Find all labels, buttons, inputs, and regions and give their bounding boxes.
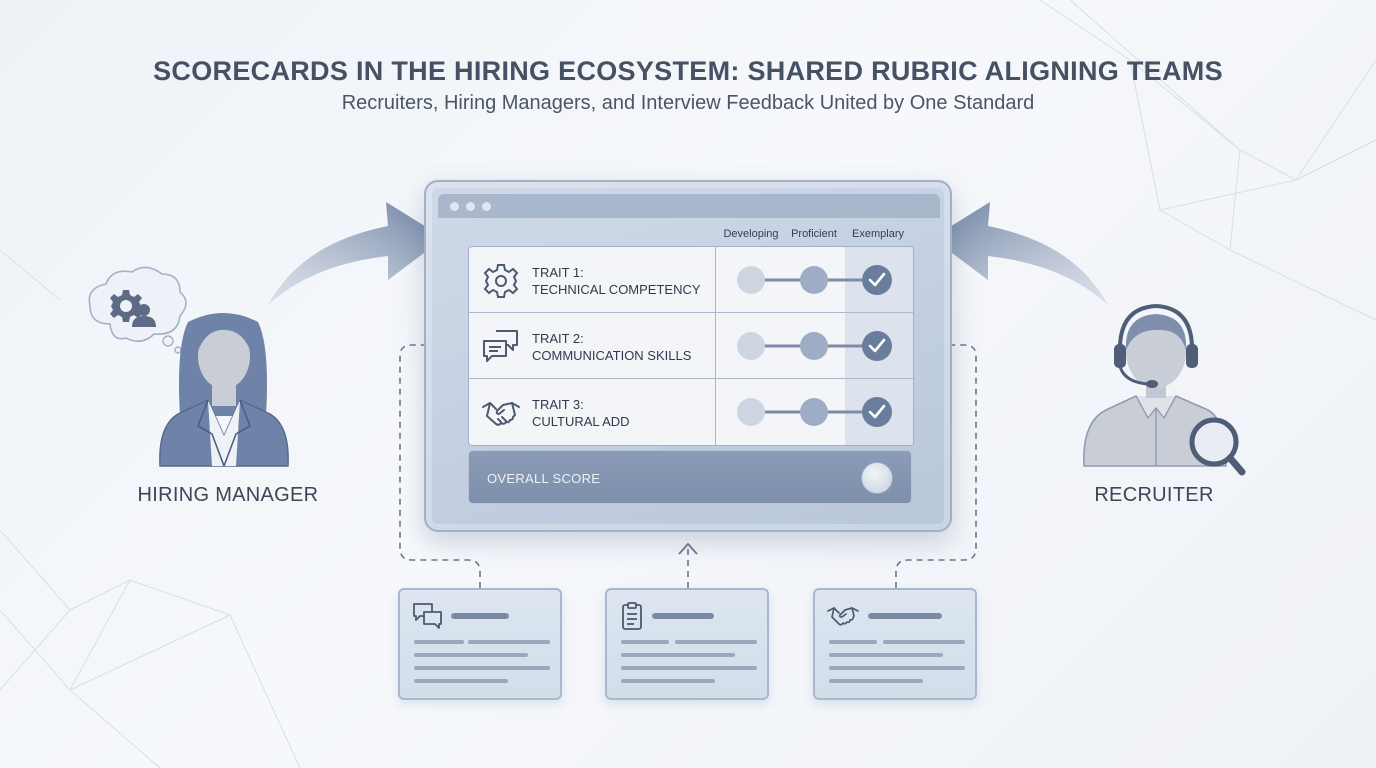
- magnifier-icon: [1189, 417, 1246, 476]
- rating-scale[interactable]: [715, 379, 913, 445]
- placeholder-lines: [414, 613, 550, 683]
- rating-developing[interactable]: [737, 332, 765, 360]
- trait-number: TRAIT 2:: [532, 331, 584, 346]
- feedback-card-interview-notes[interactable]: [398, 588, 562, 700]
- arrow-manager-to-scorecard: [268, 202, 444, 305]
- arrow-recruiter-to-scorecard: [932, 202, 1108, 305]
- chat-icon: [413, 603, 442, 629]
- window-dot-icon: [482, 202, 491, 211]
- rating-proficient[interactable]: [800, 398, 828, 426]
- rating-exemplary-selected[interactable]: [862, 331, 892, 361]
- trait-row-cultural[interactable]: TRAIT 3: CULTURAL ADD: [469, 379, 913, 445]
- rating-developing[interactable]: [737, 398, 765, 426]
- trait-row-communication[interactable]: TRAIT 2: COMMUNICATION SKILLS: [469, 313, 913, 379]
- column-header-proficient: Proficient: [791, 228, 837, 240]
- column-header-developing: Developing: [723, 228, 779, 240]
- chat-icon: [483, 330, 518, 362]
- handshake-icon: [827, 607, 859, 626]
- clipboard-icon: [622, 602, 642, 630]
- trait-label: TRAIT 3: CULTURAL ADD: [532, 396, 630, 430]
- hiring-manager-figure: [88, 266, 289, 467]
- overall-score-label: OVERALL SCORE: [487, 471, 601, 486]
- trait-label: TRAIT 2: COMMUNICATION SKILLS: [532, 330, 691, 364]
- window-dot-icon: [466, 202, 475, 211]
- trait-name: CULTURAL ADD: [532, 414, 630, 429]
- recruiter-figure: [1083, 303, 1246, 476]
- trait-number: TRAIT 3:: [532, 397, 584, 412]
- rating-proficient[interactable]: [800, 266, 828, 294]
- rubric-table: TRAIT 1: TECHNICAL COMPETENCY: [468, 246, 914, 446]
- handshake-icon: [482, 402, 520, 426]
- feedback-card-evaluation[interactable]: [605, 588, 769, 700]
- hiring-manager-label: HIRING MANAGER: [137, 484, 319, 506]
- overall-score-knob[interactable]: [861, 462, 893, 494]
- placeholder-lines: [829, 613, 965, 683]
- check-icon: [868, 404, 886, 419]
- column-header-exemplary: Exemplary: [852, 228, 904, 240]
- scorecard-window: Developing Proficient Exemplary TRAIT 1:…: [424, 180, 952, 532]
- trait-number: TRAIT 1:: [532, 265, 584, 280]
- check-icon: [868, 338, 886, 353]
- recruiter-label: RECRUITER: [1094, 484, 1214, 506]
- trait-row-technical[interactable]: TRAIT 1: TECHNICAL COMPETENCY: [469, 247, 913, 313]
- table-divider: [715, 247, 716, 445]
- gear-icon: [483, 264, 519, 298]
- rating-scale[interactable]: [715, 313, 913, 379]
- rating-scale[interactable]: [715, 247, 913, 313]
- window-titlebar: [438, 194, 940, 218]
- page-title: SCORECARDS IN THE HIRING ECOSYSTEM: SHAR…: [153, 56, 1223, 86]
- trait-name: COMMUNICATION SKILLS: [532, 348, 692, 363]
- page-subtitle: Recruiters, Hiring Managers, and Intervi…: [341, 92, 1035, 114]
- window-dot-icon: [450, 202, 459, 211]
- rating-exemplary-selected[interactable]: [862, 397, 892, 427]
- trait-name: TECHNICAL COMPETENCY: [532, 282, 701, 297]
- check-icon: [868, 272, 886, 287]
- rating-developing[interactable]: [737, 266, 765, 294]
- overall-score-bar[interactable]: OVERALL SCORE: [468, 450, 912, 504]
- trait-label: TRAIT 1: TECHNICAL COMPETENCY: [532, 264, 701, 298]
- thought-bubble-icon: [88, 266, 187, 354]
- rating-exemplary-selected[interactable]: [862, 265, 892, 295]
- placeholder-lines: [621, 613, 757, 683]
- feedback-card-culture[interactable]: [813, 588, 977, 700]
- rating-proficient[interactable]: [800, 332, 828, 360]
